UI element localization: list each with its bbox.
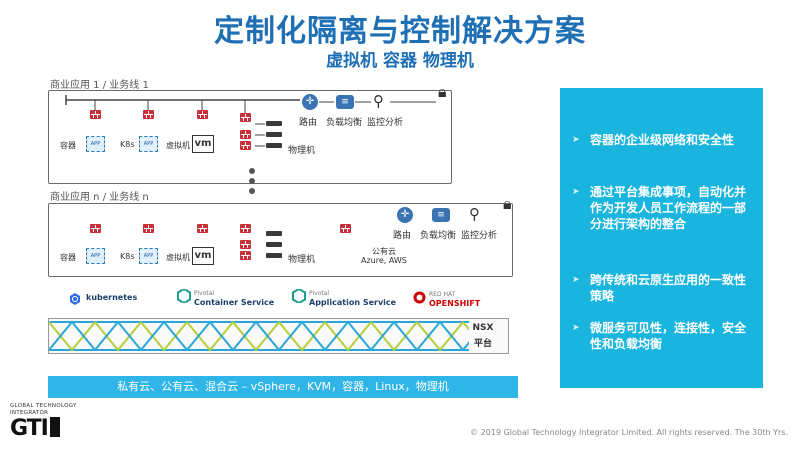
app-k8s-icon: APP xyxy=(139,136,158,152)
segment-1-label: 商业应用 1 / 业务线 1 xyxy=(50,80,149,91)
cloud-sub-label: Azure, AWS xyxy=(361,256,407,265)
platform-bar: 私有云、公有云、混合云 – vSphere，KVM，容器，Linux，物理机 xyxy=(48,376,518,398)
k8s-label: K8s xyxy=(120,140,135,149)
vm-label: 虚拟机 xyxy=(166,141,190,150)
firewall-icon xyxy=(143,224,154,233)
more-segments-dots xyxy=(249,168,257,198)
nsx-platform-label: 平台 xyxy=(473,339,492,349)
pivotal-logo xyxy=(177,287,191,307)
company-logo: GTI xyxy=(10,416,60,441)
load-balancer-icon: ≡ xyxy=(336,95,354,109)
pivotal-logo xyxy=(292,287,306,307)
app-k8s-icon: APP xyxy=(139,248,158,264)
service-router-label: 路由 xyxy=(299,118,318,128)
physical-label: 物理机 xyxy=(288,255,316,265)
router-icon: ✛ xyxy=(302,94,318,110)
cloud-label: 公有云 xyxy=(372,247,396,256)
vm-icon: vm xyxy=(192,247,214,265)
firewall-icon xyxy=(240,240,251,249)
server-icon xyxy=(266,121,282,126)
slide-title: 定制化隔离与控制解决方案 xyxy=(214,14,586,49)
container-label: 容器 xyxy=(60,253,76,262)
firewall-icon xyxy=(240,141,251,150)
physical-label: 物理机 xyxy=(288,146,316,156)
server-icon xyxy=(266,143,282,148)
redhat-logo xyxy=(413,289,426,308)
firewall-icon xyxy=(197,224,208,233)
vm-icon: vm xyxy=(192,135,214,153)
benefit-item: ➤容器的企业级网络和安全性 xyxy=(572,133,735,147)
arrow-icon: ➤ xyxy=(572,187,580,197)
segment-n-label: 商业应用 n / 业务线 n xyxy=(50,192,149,203)
app-container-icon: APP xyxy=(86,248,105,264)
monitor-icon: ⚲ xyxy=(469,205,480,223)
service-monitor-label: 监控分析 xyxy=(367,118,404,128)
firewall-icon xyxy=(240,130,251,139)
firewall-icon xyxy=(340,224,351,233)
benefit-item: ➤通过平台集成事项，自动化并作为开发人员工作流程的一部分进行架构的整合 xyxy=(572,185,747,231)
lock-icon: 🔒︎ xyxy=(438,82,447,101)
lock-icon: 🔒︎ xyxy=(503,194,512,213)
benefit-item: ➤微服务可见性，连接性，安全性和负载均衡 xyxy=(572,321,747,351)
server-icon xyxy=(266,132,282,137)
k8s-label: K8s xyxy=(120,252,135,261)
arrow-icon: ➤ xyxy=(572,323,580,333)
router-icon: ✛ xyxy=(397,207,413,223)
copyright: © 2019 Global Technology Integrator Limi… xyxy=(470,428,788,437)
benefits-panel: ➤容器的企业级网络和安全性 ➤通过平台集成事项，自动化并作为开发人员工作流程的一… xyxy=(560,88,763,388)
firewall-icon xyxy=(197,110,208,119)
kubernetes-logo xyxy=(69,290,81,309)
service-lb-label: 负载均衡 xyxy=(326,118,363,128)
firewall-icon xyxy=(90,110,101,119)
arrow-icon: ➤ xyxy=(572,275,580,285)
firewall-icon xyxy=(90,224,101,233)
server-icon xyxy=(266,253,282,258)
slide-subtitle: 虚拟机 容器 物理机 xyxy=(326,51,474,71)
server-icon xyxy=(266,231,282,236)
firewall-icon xyxy=(240,251,251,260)
firewall-icon xyxy=(240,224,251,233)
firewall-icon xyxy=(240,113,251,122)
vm-label: 虚拟机 xyxy=(166,253,190,262)
firewall-icon xyxy=(143,110,154,119)
arrow-icon: ➤ xyxy=(572,135,580,145)
vendor-kubernetes: kubernetes xyxy=(86,293,138,302)
nsx-label: NSX xyxy=(472,323,494,333)
server-icon xyxy=(266,242,282,247)
app-container-icon: APP xyxy=(86,136,105,152)
service-lb-label: 负载均衡 xyxy=(420,231,457,241)
monitor-icon: ⚲ xyxy=(373,92,384,110)
nsx-fabric xyxy=(48,318,509,354)
service-router-label: 路由 xyxy=(393,231,412,241)
benefit-item: ➤跨传统和云原生应用的一致性策略 xyxy=(572,273,747,303)
load-balancer-icon: ≡ xyxy=(432,208,450,222)
service-monitor-label: 监控分析 xyxy=(461,231,498,241)
container-label: 容器 xyxy=(60,141,76,150)
